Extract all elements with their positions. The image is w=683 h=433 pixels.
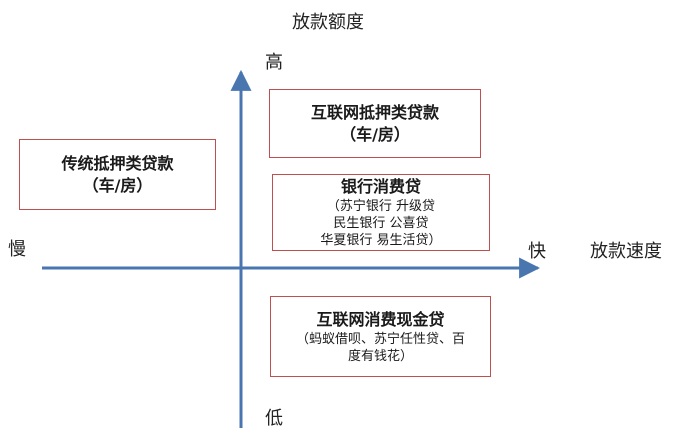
internet-mortgage-loan-subtitle: （车/房）: [340, 124, 410, 144]
internet-mortgage-loan-title: 互联网抵押类贷款: [310, 102, 439, 122]
internet-consumer-cash-loan-line-1: （蚂蚁借呗、苏宁任性贷、百: [295, 331, 465, 347]
y-axis-high-label: 高: [265, 52, 283, 73]
bank-consumer-loan-title: 银行消费贷: [340, 177, 421, 196]
y-axis-low-label: 低: [265, 408, 283, 429]
bank-consumer-loan-box: 银行消费贷 （苏宁银行 升级贷 民生银行 公喜贷 华夏银行 易生活贷）: [272, 174, 490, 251]
traditional-mortgage-loan-subtitle: （车/房）: [82, 175, 153, 195]
internet-consumer-cash-loan-box: 互联网消费现金贷 （蚂蚁借呗、苏宁任性贷、百 度有钱花）: [270, 296, 491, 377]
bank-consumer-loan-line-2: 民生银行 公喜贷: [333, 216, 429, 231]
traditional-mortgage-loan-title: 传统抵押类贷款: [61, 153, 174, 173]
x-axis-fast-label: 快: [528, 241, 546, 262]
bank-consumer-loan-line-1: （苏宁银行 升级贷: [326, 199, 436, 214]
internet-mortgage-loan-box: 互联网抵押类贷款 （车/房）: [269, 89, 481, 158]
traditional-mortgage-loan-box: 传统抵押类贷款 （车/房）: [19, 139, 216, 210]
bank-consumer-loan-line-3: 华夏银行 易生活贷）: [320, 233, 442, 248]
x-axis-slow-label: 慢: [8, 239, 26, 260]
y-axis-title: 放款额度: [292, 12, 364, 33]
internet-consumer-cash-loan-line-2: 度有钱花）: [347, 348, 413, 364]
internet-consumer-cash-loan-title: 互联网消费现金贷: [316, 309, 445, 329]
x-axis-title: 放款速度: [590, 241, 662, 262]
